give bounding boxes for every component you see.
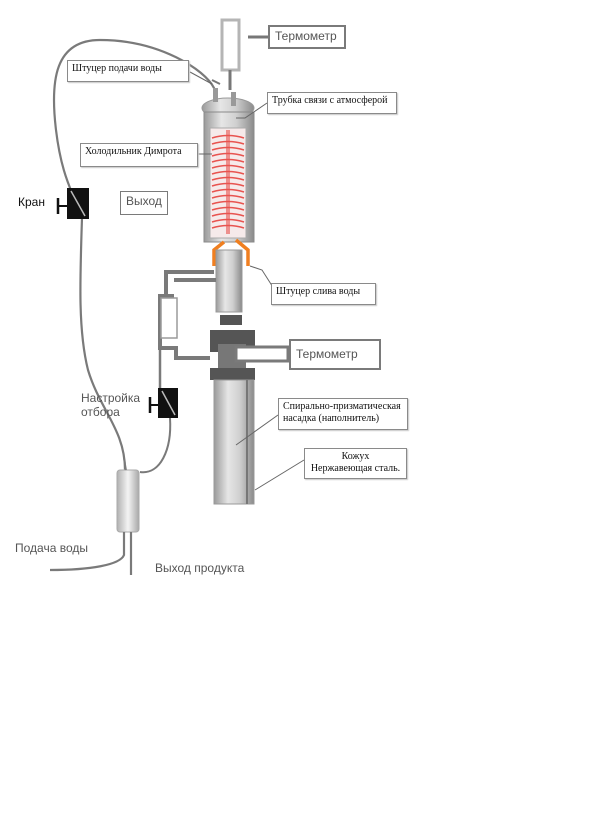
product-cooler [49,457,140,575]
drain-fitting-icon [212,238,250,266]
neck-flange [220,315,242,325]
take-off-piping [158,270,216,360]
label-packing-line1: Спирально-призматическая [283,401,401,412]
thermometer-cross-fitting [210,330,290,380]
label-casing-line1: Кожух [341,451,370,462]
label-take-off-adjust-line2: отбора [81,405,120,419]
dimroth-condenser [203,111,255,243]
top-thermometer [220,18,268,90]
label-drain-fitting: Штуцер слива воды [271,283,376,305]
label-casing: Кожух Нержавеющая сталь. [304,448,407,479]
column-neck [215,249,243,313]
label-valve: Кран [18,195,45,209]
label-thermometer-top: Термометр [268,25,346,49]
take-off-valve-icon[interactable] [139,388,178,474]
label-dimroth-condenser: Холодильник Димрота [80,143,198,167]
label-packing-line2: насадка (наполнитель) [283,413,380,424]
label-packing: Спирально-призматическая насадка (наполн… [278,398,408,430]
label-water-inlet-fitting: Штуцер подачи воды [67,60,189,82]
leader-lines [189,71,305,491]
column-body [213,379,255,505]
label-take-off-adjust-line1: Настройка [81,391,141,405]
label-water-supply: Подача воды [15,541,88,555]
label-take-off-adjust: Настройка отбора [81,391,140,419]
label-outlet: Выход [120,191,168,215]
label-casing-line2: Нержавеющая сталь. [310,463,401,474]
valve-icon[interactable] [56,188,89,219]
water-hose [52,38,216,472]
label-product-outlet: Выход продукта [155,561,245,575]
sight-glass [160,297,178,339]
label-atmosphere-tube: Трубка связи с атмосферой [267,92,397,114]
label-thermometer-middle: Термометр [289,339,381,370]
